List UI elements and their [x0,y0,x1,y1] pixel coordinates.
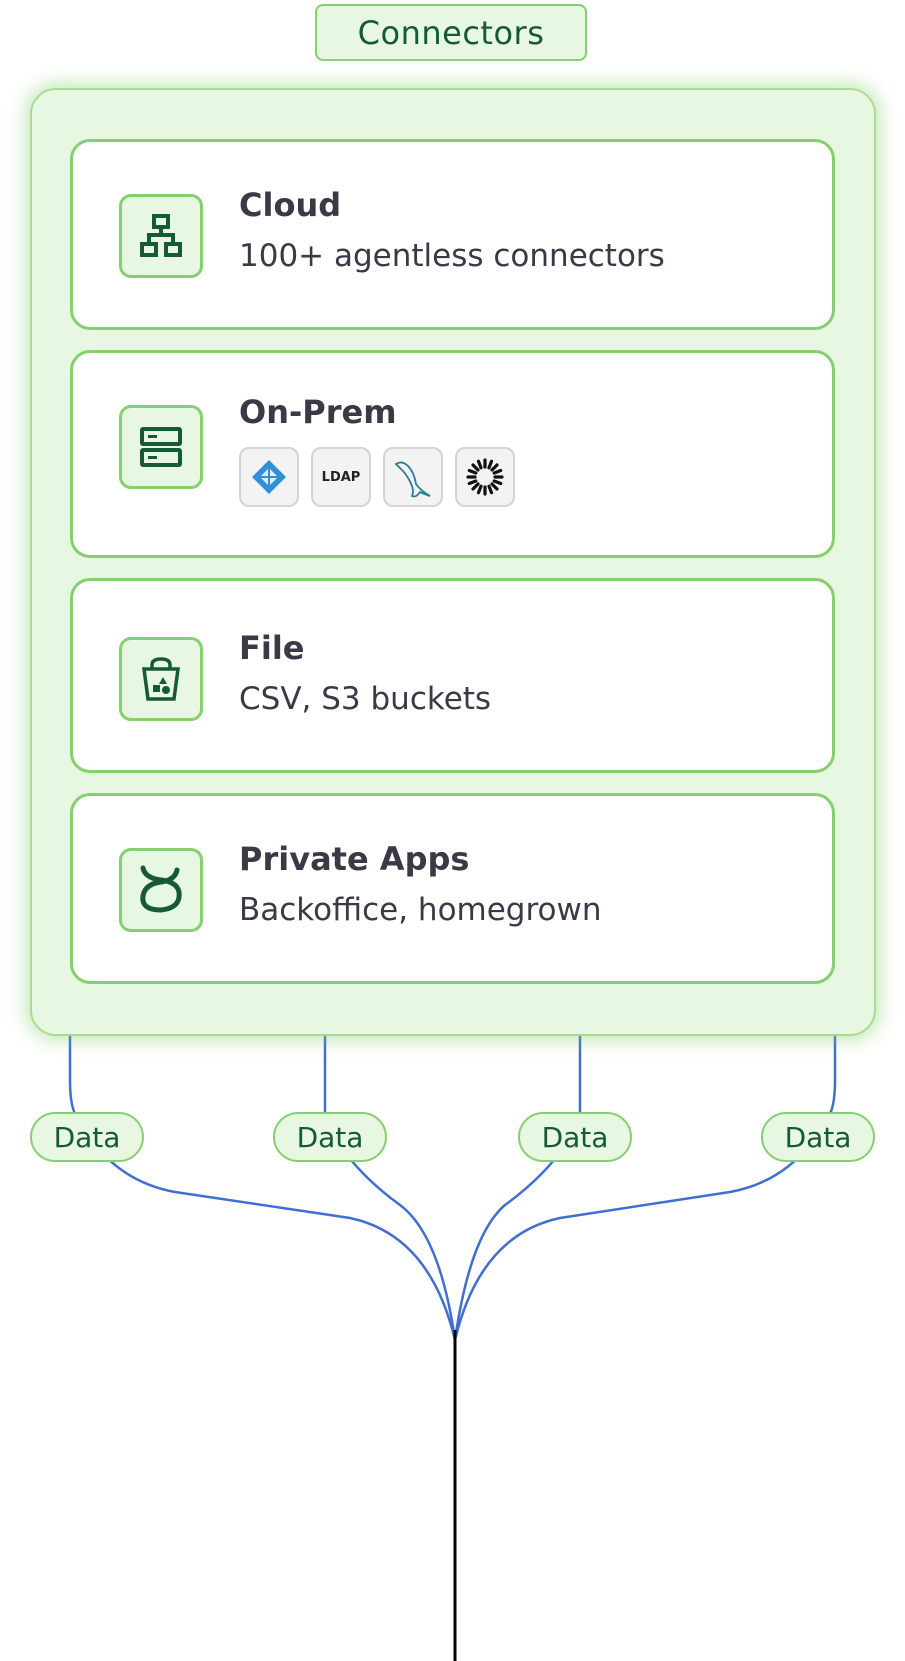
private-apps-icon [119,848,203,932]
sunburst-icon [455,447,515,507]
connectors-title: Connectors [315,4,587,61]
hierarchy-icon [119,194,203,278]
card-title: File [239,629,305,667]
card-title: On-Prem [239,393,397,431]
card-private-apps[interactable]: Private Apps Backoffice, homegrown [70,793,835,984]
card-subtitle: CSV, S3 buckets [239,681,492,717]
mysql-icon [383,447,443,507]
server-icon [119,405,203,489]
card-file[interactable]: File CSV, S3 buckets [70,578,835,773]
card-cloud[interactable]: Cloud 100+ agentless connectors [70,139,835,330]
active-directory-icon [239,447,299,507]
card-subtitle: Backoffice, homegrown [239,892,602,928]
ldap-label: LDAP [321,469,361,485]
data-label-4: Data [761,1112,875,1162]
ldap-icon: LDAP [311,447,371,507]
wire-2 [323,1036,457,1341]
wire-1 [68,1036,457,1341]
card-title: Cloud [239,186,342,224]
card-title: Private Apps [239,840,470,878]
wire-4 [453,1036,837,1341]
card-on-prem[interactable]: On-Prem LDAP [70,350,835,558]
bucket-icon [119,637,203,721]
card-subtitle: 100+ agentless connectors [239,238,665,274]
data-label-3: Data [518,1112,632,1162]
data-label-2: Data [273,1112,387,1162]
wire-3 [453,1036,582,1341]
data-label-1: Data [30,1112,144,1162]
